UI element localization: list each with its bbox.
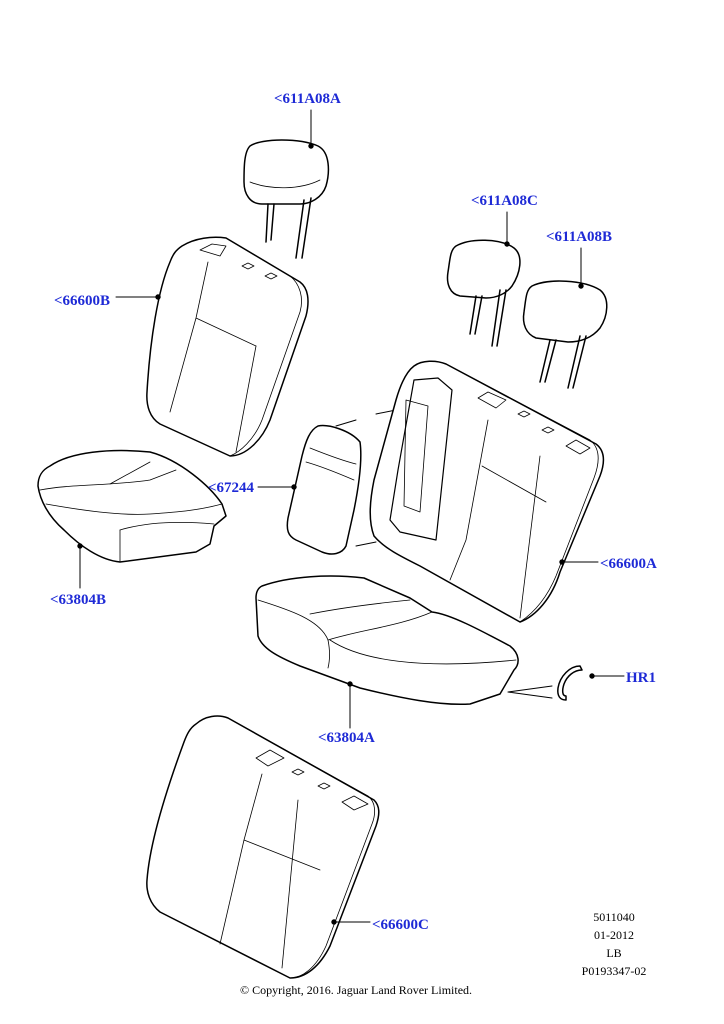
illustration-number: P0193347-02 [581,964,647,978]
seatback-66600b[interactable] [147,237,308,456]
cushion-63804a[interactable] [256,576,518,704]
cushion-63804b[interactable] [38,451,226,562]
leader-lines [77,110,624,925]
reference-number: 5011040 [593,910,635,924]
seatback-66600a[interactable] [370,361,603,622]
callout-611a08a[interactable]: <611A08A [274,91,341,107]
callout-66600c[interactable]: <66600C [372,917,429,933]
reference-code: LB [606,946,622,960]
armrest-67244[interactable] [287,426,360,554]
callout-63804a[interactable]: <63804A [318,730,375,746]
callout-63804b[interactable]: <63804B [50,592,107,608]
callout-67244[interactable]: <67244 [208,480,255,496]
headrest-611a08a[interactable] [244,140,328,258]
callout-66600a[interactable]: <66600A [600,556,657,572]
copyright-notice: © Copyright, 2016. Jaguar Land Rover Lim… [239,983,473,997]
callout-66600b[interactable]: <66600B [54,293,111,309]
callout-611a08c[interactable]: <611A08C [471,193,538,209]
seatback-66600c[interactable] [147,716,379,978]
callout-hr1[interactable]: HR1 [626,670,656,686]
callout-611a08b[interactable]: <611A08B [546,229,613,245]
headrest-611a08b[interactable] [524,281,607,388]
headrest-611a08c[interactable] [448,240,520,346]
hook-hr1[interactable] [558,666,582,700]
reference-date: 01-2012 [594,928,634,942]
